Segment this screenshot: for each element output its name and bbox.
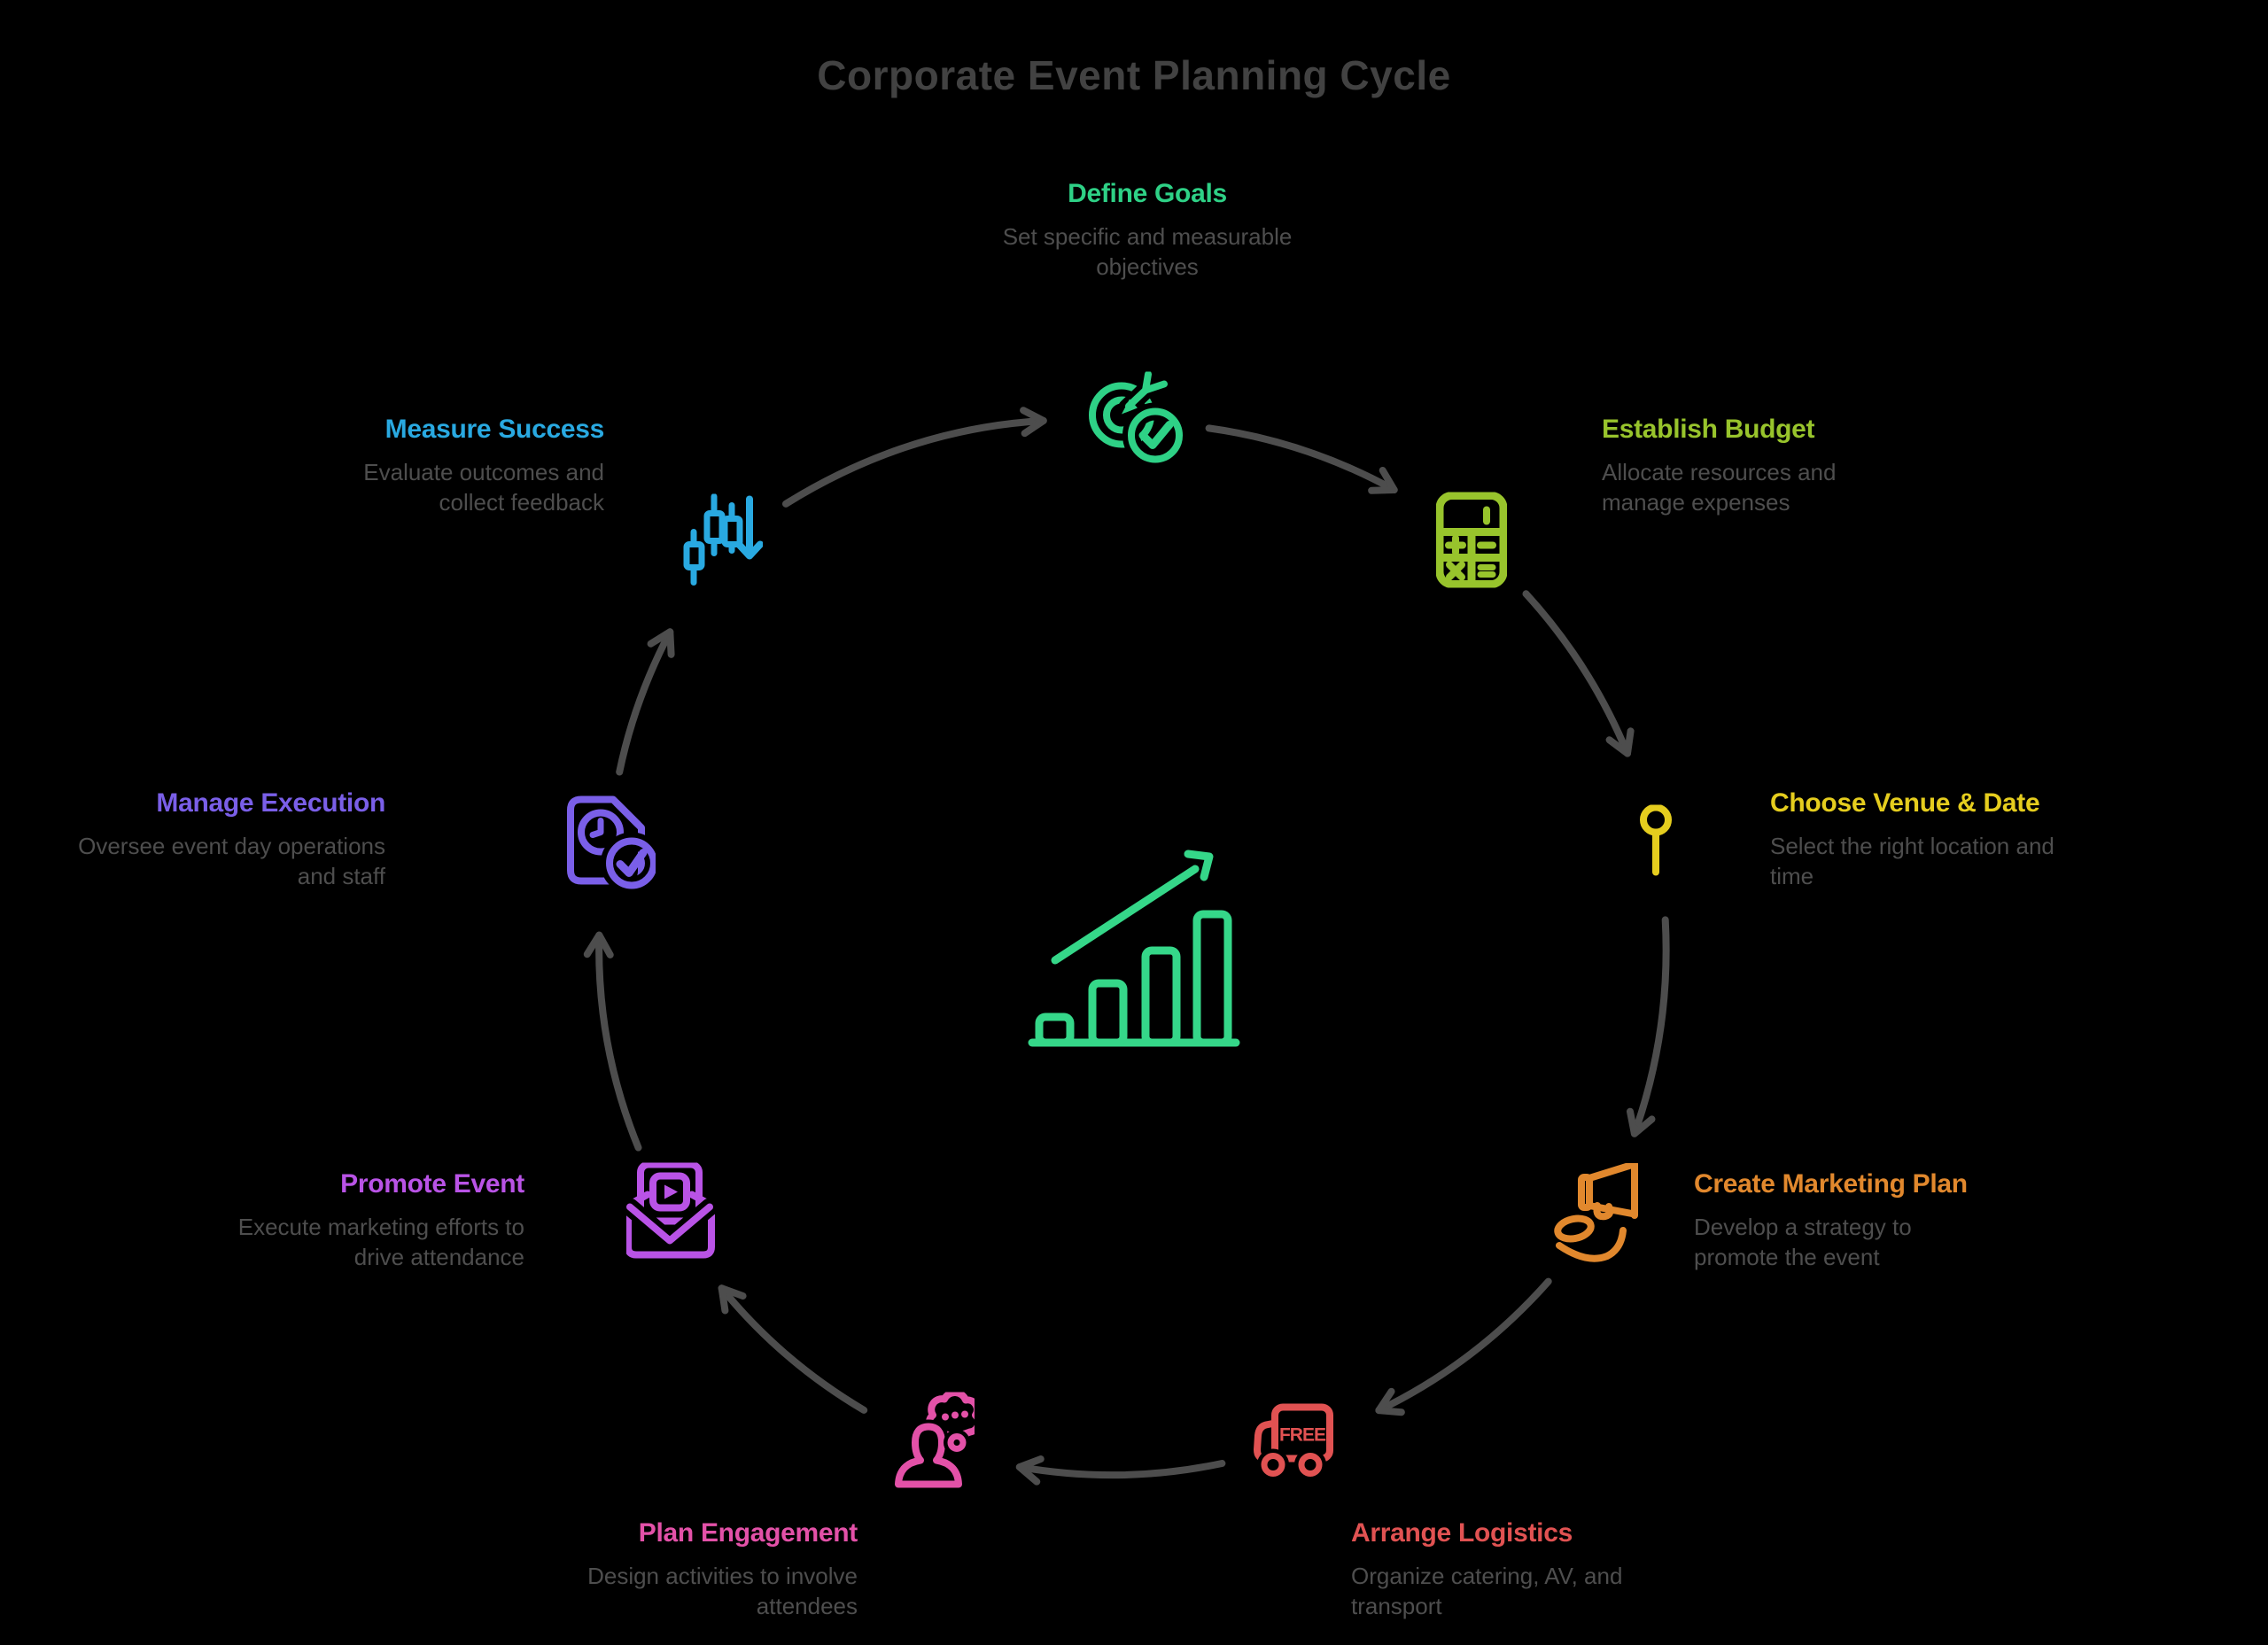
step-title: Define Goals [1068, 179, 1227, 208]
step-text-measure-success: Measure Success Evaluate outcomes and co… [312, 415, 604, 517]
envelope-video-icon [621, 1160, 718, 1263]
delivery-truck-icon: FREE [1252, 1401, 1333, 1486]
step-title: Choose Venue & Date [1770, 788, 2040, 818]
step-text-arrange-logistics: Arrange Logistics Organize catering, AV,… [1351, 1518, 1652, 1621]
step-text-establish-budget: Establish Budget Allocate resources and … [1602, 415, 1894, 517]
cycle-arrow [1522, 590, 1635, 757]
step-description: Allocate resources and manage expenses [1602, 459, 1837, 516]
step-text-manage-execution: Manage Execution Oversee event day opera… [75, 788, 385, 891]
cycle-arrow [782, 407, 1047, 508]
step-title: Manage Execution [156, 788, 385, 818]
step-text-plan-engagement: Plan Engagement Design activities to inv… [539, 1518, 858, 1621]
step-title: Establish Budget [1602, 415, 1815, 444]
step-description: Design activities to involve attendees [587, 1563, 858, 1619]
growth-chart-icon [1023, 840, 1245, 1057]
step-title: Plan Engagement [638, 1518, 858, 1548]
truck-free-label: FREE [1279, 1425, 1326, 1446]
cycle-arrow [583, 931, 642, 1152]
step-text-create-marketing-plan: Create Marketing Plan Develop a strategy… [1694, 1169, 1968, 1272]
step-text-choose-venue-date: Choose Venue & Date Select the right loc… [1770, 788, 2098, 891]
target-check-icon [1086, 370, 1188, 476]
step-description: Select the right location and time [1770, 833, 2054, 889]
step-description: Evaluate outcomes and collect feedback [363, 459, 604, 516]
person-thought-icon [886, 1389, 983, 1494]
cycle-arrow [1015, 1455, 1226, 1486]
step-title: Create Marketing Plan [1694, 1169, 1968, 1199]
step-description: Organize catering, AV, and transport [1351, 1563, 1623, 1619]
cycle-arrow [1626, 916, 1670, 1137]
step-description: Oversee event day operations and staff [78, 833, 385, 889]
step-title: Promote Event [340, 1169, 524, 1199]
cycle-arrow [616, 628, 675, 776]
cycle-arrow [1375, 1277, 1552, 1416]
megaphone-hand-icon [1542, 1160, 1647, 1278]
step-title: Measure Success [384, 415, 605, 444]
candlestick-chart-icon [683, 493, 764, 607]
step-description: Execute marketing efforts to drive atten… [237, 1214, 524, 1270]
map-pin-icon [1636, 803, 1675, 884]
step-description: Develop a strategy to promote the event [1694, 1214, 1912, 1270]
step-text-define-goals: Define Goals Set specific and measurable… [961, 179, 1333, 282]
document-clock-check-icon [563, 795, 663, 895]
cycle-arrow [1205, 424, 1398, 494]
step-text-promote-event: Promote Event Execute marketing efforts … [206, 1169, 525, 1272]
page-title: Corporate Event Planning Cycle [817, 52, 1451, 98]
calculator-icon [1435, 492, 1508, 593]
cycle-arrow [718, 1284, 868, 1414]
step-title: Arrange Logistics [1351, 1518, 1573, 1548]
step-description: Set specific and measurable objectives [1002, 223, 1293, 280]
